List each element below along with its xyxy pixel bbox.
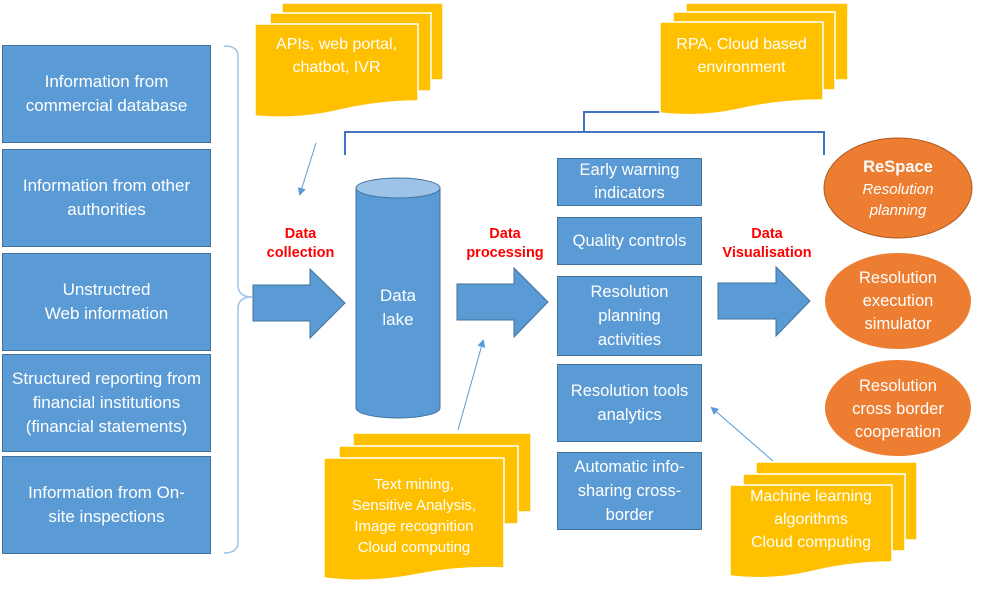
rpa-document-stack xyxy=(659,2,849,116)
ml-document-stack xyxy=(729,461,918,579)
apis-pointer-arrow xyxy=(297,142,317,196)
text-mining-document-text: Text mining, Sensitive Analysis, Image r… xyxy=(324,474,504,558)
cooperation-text: Resolution cross border cooperation xyxy=(825,370,971,448)
respace-ellipse xyxy=(823,137,973,239)
stage-line: Data xyxy=(489,226,521,242)
simulator-line: execution xyxy=(862,291,934,310)
source-label: Information from other authorities xyxy=(22,176,191,219)
processing-arrow xyxy=(456,266,549,339)
collection-arrow xyxy=(252,267,346,340)
activity-resolution-tools: Resolution tools analytics xyxy=(557,364,702,442)
apis-document-stack xyxy=(254,2,444,118)
stage-label-collection: Data collection xyxy=(253,225,348,263)
source-box-web-information: Unstructred Web information xyxy=(2,253,211,351)
data-lake-cylinder xyxy=(355,177,441,419)
doc-line: chatbot, IVR xyxy=(292,59,381,76)
simulator-ellipse xyxy=(825,253,971,349)
doc-line: Cloud computing xyxy=(750,534,872,551)
activity-label: Quality controls xyxy=(572,232,687,250)
text-mining-pointer-arrow xyxy=(457,339,486,431)
doc-line: Cloud computing xyxy=(357,539,471,556)
doc-line: Sensitive Analysis, xyxy=(351,497,477,514)
ml-pointer-arrow xyxy=(710,406,774,462)
source-brace xyxy=(223,45,253,554)
simulator-text: Resolution execution simulator xyxy=(825,262,971,340)
source-box-onsite-inspections: Information from On-site inspections xyxy=(2,456,211,554)
respace-subtitle: planning xyxy=(869,201,927,219)
source-box-structured-reporting: Structured reporting from financial inst… xyxy=(2,354,211,452)
apis-document-text: APIs, web portal, chatbot, IVR xyxy=(255,33,418,79)
activity-resolution-planning: Resolution planning activities xyxy=(557,276,702,356)
ml-document-text: Machine learning algorithms Cloud comput… xyxy=(730,485,892,554)
data-lake-line: Data xyxy=(380,286,416,305)
doc-line: APIs, web portal, xyxy=(276,36,397,53)
cooperation-line: Resolution xyxy=(859,376,937,395)
stage-label-visualisation: Data Visualisation xyxy=(712,225,822,263)
rpa-document-text: RPA, Cloud based environment xyxy=(660,33,823,79)
doc-line: RPA, Cloud based xyxy=(676,36,807,53)
source-label: Structured reporting from financial inst… xyxy=(12,369,201,436)
rpa-bracket-connector xyxy=(344,111,825,155)
stage-line: Data xyxy=(284,226,317,242)
stage-line: Visualisation xyxy=(722,245,812,261)
respace-text: ReSpace Resolution planning xyxy=(824,148,972,228)
doc-line: Image recognition xyxy=(354,518,474,535)
simulator-line: simulator xyxy=(864,314,932,333)
source-box-other-authorities: Information from other authorities xyxy=(2,149,211,247)
activity-info-sharing: Automatic info-sharing cross-border xyxy=(557,452,702,530)
stage-line: processing xyxy=(466,245,544,261)
stage-line: collection xyxy=(266,245,335,261)
respace-subtitle: Resolution xyxy=(862,180,934,198)
activity-label: Resolution tools analytics xyxy=(570,382,689,424)
doc-line: environment xyxy=(697,59,786,76)
cooperation-ellipse xyxy=(825,360,971,456)
visualisation-arrow xyxy=(717,265,811,338)
doc-line: Text mining, xyxy=(373,476,455,493)
respace-title: ReSpace xyxy=(863,157,933,176)
cooperation-line: cooperation xyxy=(854,422,942,441)
text-mining-document-stack xyxy=(323,432,532,581)
source-box-commercial-database: Information from commercial database xyxy=(2,45,211,143)
activity-quality-controls: Quality controls xyxy=(557,217,702,265)
activity-label: Resolution planning activities xyxy=(590,283,669,349)
source-label: Information from commercial database xyxy=(25,72,188,115)
data-lake-label: Data lake xyxy=(356,284,440,332)
data-lake-line: lake xyxy=(382,310,414,329)
activity-label: Automatic info-sharing cross-border xyxy=(574,458,685,524)
cooperation-line: cross border xyxy=(852,399,944,418)
source-label: Unstructred Web information xyxy=(44,280,169,323)
stage-line: Data xyxy=(751,226,783,242)
doc-line: algorithms xyxy=(774,511,848,528)
activity-early-warning: Early warning indicators xyxy=(557,158,702,206)
doc-line: Machine learning xyxy=(750,488,872,505)
simulator-line: Resolution xyxy=(859,268,937,287)
stage-label-processing: Data processing xyxy=(455,225,555,263)
source-label: Information from On-site inspections xyxy=(28,483,185,526)
activity-label: Early warning indicators xyxy=(579,161,680,202)
